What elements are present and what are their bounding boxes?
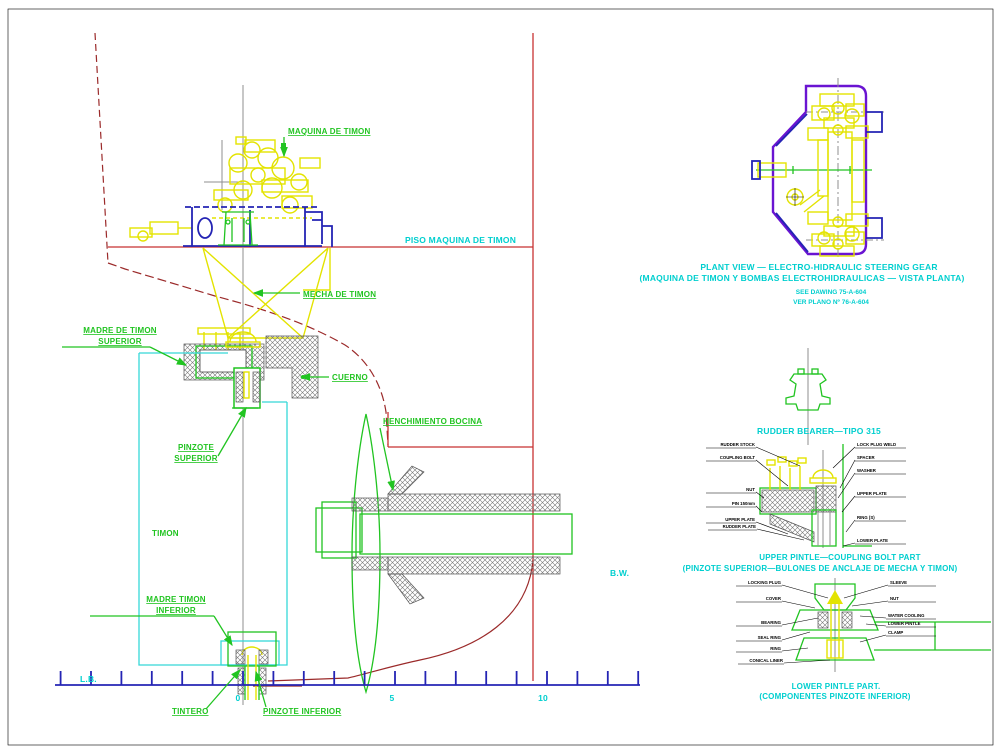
upper-pintle-label-right: WASHER	[857, 468, 877, 473]
lower-pintle-detail: LOCKING PLUG COVER BEARING SEAL RING RIN…	[736, 578, 991, 701]
label-pinzote-superior-1: PINZOTE	[178, 443, 215, 452]
lower-pintle-label-right: CLAMP	[888, 630, 903, 635]
section-view: 0 5 10 L.B. MAQUINA DE TIMON PISO MAQUIN…	[55, 32, 640, 716]
lower-pintle-label-left: CONICAL LINER	[749, 658, 783, 663]
baseline-label: L.B.	[80, 674, 97, 684]
plan-view: PLANT VIEW — ELECTRO-HIDRAULIC STEERING …	[640, 78, 965, 306]
lower-pintle-title-1: LOWER PINTLE PART.	[792, 682, 881, 691]
label-piso-maquina: PISO MAQUINA DE TIMON	[405, 235, 516, 245]
scale-tick-5: 5	[390, 693, 395, 703]
label-timon: TIMON	[152, 529, 179, 538]
section-callouts: MAQUINA DE TIMON PISO MAQUINA DE TIMON M…	[62, 127, 516, 716]
plan-title-1: PLANT VIEW — ELECTRO-HIDRAULIC STEERING …	[700, 262, 937, 272]
upper-pintle-label-right: RING (S)	[857, 515, 875, 520]
madre-superior-assembly	[183, 331, 319, 409]
label-pinzote-inferior: PINZOTE INFERIOR	[263, 707, 341, 716]
scale-ticks	[59, 671, 640, 685]
upper-pintle-label-left: COUPLING BOLT	[720, 455, 756, 460]
label-madre-inferior-2: INFERIOR	[156, 606, 196, 615]
machinery-green-fittings	[218, 211, 258, 246]
label-mecha-de-timon: MECHA DE TIMON	[303, 290, 376, 299]
label-pinzote-superior-2: SUPERIOR	[174, 454, 217, 463]
lower-pintle-title-2: (COMPONENTES PINZOTE INFERIOR)	[759, 692, 910, 701]
lower-pintle-label-left: RING	[770, 646, 781, 651]
upper-pintle-label-left: RUDDER STOCK	[720, 442, 755, 447]
lower-pintle-label-left: LOCKING PLUG	[748, 580, 782, 585]
plan-ref-2: VER PLANO Nº 76-A-604	[793, 299, 869, 306]
upper-pintle-label-left: NUT	[746, 487, 755, 492]
upper-pintle-detail: RUDDER STOCK COUPLING BOLT NUT PIN 150mm…	[610, 442, 958, 578]
lower-pintle-label-left: SEAL RING	[758, 635, 782, 640]
upper-pintle-label-right: UPPER PLATE	[857, 491, 887, 496]
steering-flat-outline	[771, 84, 868, 256]
upper-pintle-label-left: RUDDER PLATE	[723, 524, 756, 529]
rudder-bearer-detail: RUDDER BEARER—TIPO 315	[757, 348, 881, 445]
label-madre-inferior-1: MADRE TIMON	[146, 595, 206, 604]
upper-pintle-title-2: (PINZOTE SUPERIOR—BULONES DE ANCLAJE DE …	[683, 564, 958, 573]
upper-pintle-title-1: UPPER PINTLE—COUPLING BOLT PART	[759, 553, 920, 562]
lower-pintle-label-left: BEARING	[761, 620, 781, 625]
upper-pintle-label-left: PIN 150mm	[732, 501, 755, 506]
label-maquina-de-timon: MAQUINA DE TIMON	[288, 127, 370, 136]
label-henchimiento-bocina: HENCHIMIENTO BOCINA	[383, 417, 482, 426]
rudder-bearer-title: RUDDER BEARER—TIPO 315	[757, 426, 881, 436]
scale-tick-0: 0	[236, 693, 241, 703]
upper-pintle-label-right: SPACER	[857, 455, 875, 460]
plan-machinery	[751, 93, 883, 257]
lower-pintle-label-right: NUT	[890, 596, 899, 601]
upper-pintle-label-left: UPPER PLATE	[725, 517, 755, 522]
machinery-foundation	[183, 206, 333, 247]
upper-pintle-label-right: LOCK PLUG WELD	[857, 442, 896, 447]
baseline-scale: 0 5 10 L.B.	[55, 671, 640, 703]
propeller-and-sterntube	[315, 413, 573, 695]
rudder-outline	[138, 352, 288, 666]
plan-ref-1: SEE DAWING 75-A-604	[796, 289, 867, 296]
label-madre-superior-2: SUPERIOR	[98, 337, 141, 346]
label-madre-superior-1: MADRE DE TIMON	[83, 326, 156, 335]
lower-pintle-label-right: WATER COOLING	[888, 613, 925, 618]
lower-pintle-label-left: COVER	[766, 596, 782, 601]
scale-tick-10: 10	[538, 693, 548, 703]
bw-label: B.W.	[610, 568, 629, 578]
sheet-border	[7, 8, 994, 746]
lower-pintle-label-right: SLEEVE	[890, 580, 907, 585]
label-tintero: TINTERO	[172, 707, 209, 716]
upper-pintle-label-right: LOWER PLATE	[857, 538, 888, 543]
lower-pintle-label-right: LOWER PINTLE	[888, 621, 921, 626]
label-cuerno: CUERNO	[332, 373, 368, 382]
steering-gear-machinery	[129, 136, 321, 242]
plan-title-2: (MAQUINA DE TIMON Y BOMBAS ELECTROHIDRAU…	[640, 273, 965, 283]
